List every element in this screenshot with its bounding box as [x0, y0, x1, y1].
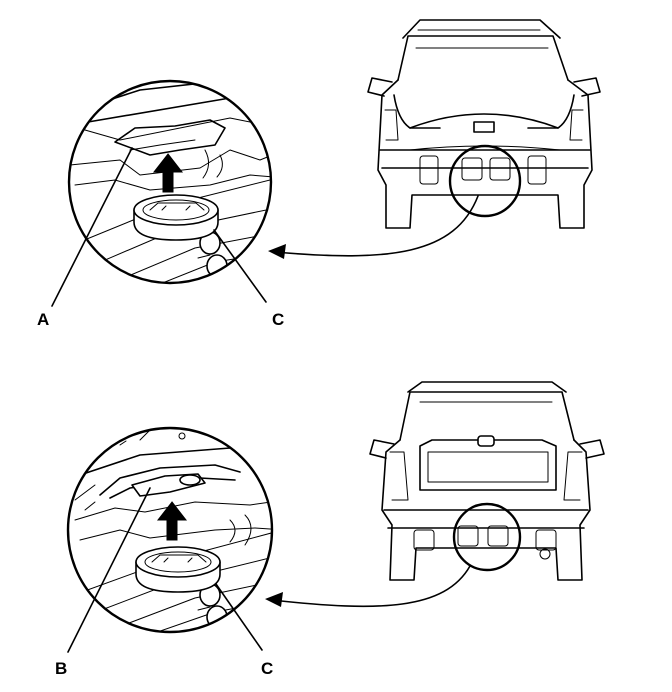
callout-a: A — [37, 310, 49, 329]
top-panel: A C — [37, 19, 601, 329]
callout-c-top: C — [272, 310, 284, 329]
magnifier-circle-icon-bottom — [452, 502, 522, 572]
leader-line-c-top — [213, 229, 267, 303]
vehicle-rear-hatch-closed — [367, 19, 601, 229]
vehicle-rear-hatch-open — [369, 381, 605, 581]
curved-leader-arrow-icon — [268, 195, 479, 259]
cylindrical-jack-icon-bottom — [135, 546, 221, 593]
top-detail-circle — [67, 79, 273, 285]
leader-line-b — [67, 487, 151, 653]
leader-line-c-bottom — [215, 583, 263, 651]
callout-b: B — [55, 659, 67, 678]
curved-leader-arrow-icon-bottom — [265, 565, 471, 608]
bottom-panel: B C — [55, 381, 605, 678]
leader-line-a — [51, 147, 133, 307]
up-arrow-icon-bottom — [156, 501, 188, 541]
up-arrow-icon — [152, 153, 184, 193]
magnifier-circle-icon — [448, 144, 522, 218]
cylindrical-jack-icon — [133, 194, 219, 241]
callout-c-bottom: C — [261, 659, 273, 678]
